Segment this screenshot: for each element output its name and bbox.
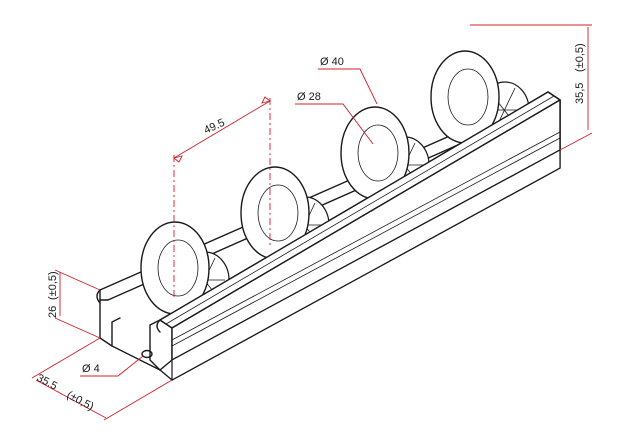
dim-rail-width xyxy=(31,337,173,421)
rail-height-tol: (±0,5) xyxy=(47,271,59,300)
rail-height-label: 26 xyxy=(47,306,59,318)
overall-height-label: 35,5 xyxy=(574,83,586,104)
rail-width-tol: (±0,5) xyxy=(65,389,96,413)
outer-diameter-label: Ø 40 xyxy=(320,56,344,68)
hole-diameter-label: Ø 4 xyxy=(82,363,100,375)
roller-3 xyxy=(340,106,430,200)
overall-height-tol: (±0,5) xyxy=(574,43,586,72)
mounting-hole xyxy=(141,349,153,359)
dim-inner-diameter xyxy=(295,103,374,145)
inner-diameter-label: Ø 28 xyxy=(297,91,321,103)
front-flange xyxy=(159,91,561,382)
rail-width-label: 35.5 xyxy=(35,372,60,393)
dim-hole-diameter xyxy=(80,355,144,377)
dim-rail-height xyxy=(54,269,101,339)
dim-outer-diameter xyxy=(318,68,378,105)
dim-pitch xyxy=(173,96,271,300)
dim-overall-height xyxy=(470,24,593,151)
